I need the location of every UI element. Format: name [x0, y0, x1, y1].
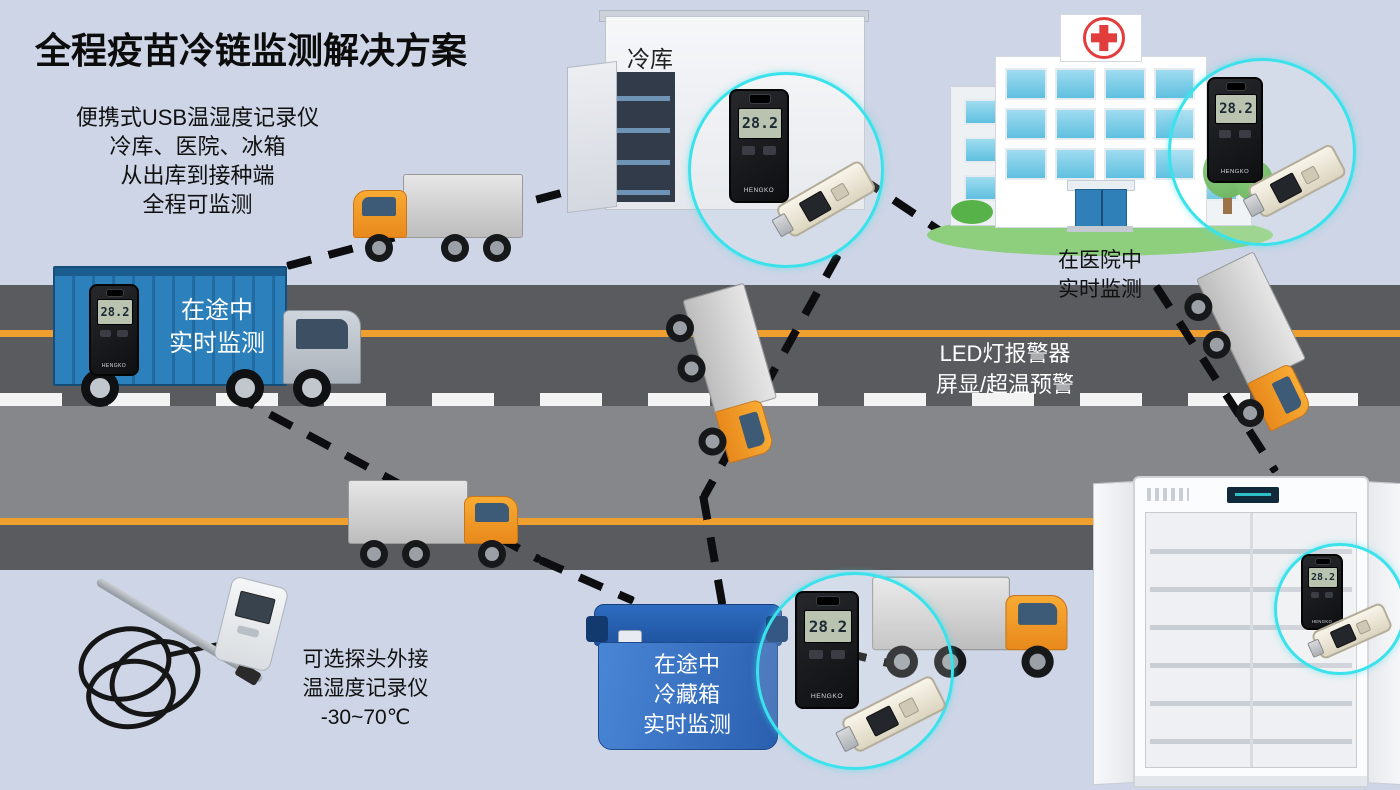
probe-label: 可选探头外接 温湿度记录仪 -30~70℃ [302, 648, 429, 729]
usb-plug [1307, 637, 1326, 659]
usb-plug [771, 212, 795, 238]
logger-screen: 28.2 [96, 299, 134, 325]
data-logger-black: 28.2 HENGKO [795, 591, 859, 709]
shelf [616, 190, 670, 195]
truck-label: 在途中 实时监测 [169, 297, 265, 357]
shelf [616, 96, 670, 101]
wheel [1021, 645, 1054, 678]
fridge-vent [1147, 488, 1189, 501]
data-logger-usb [771, 158, 878, 240]
probe-logger [50, 575, 310, 785]
wheel [293, 369, 331, 407]
lane-white-dashed [0, 393, 1400, 406]
logger-clip [105, 288, 125, 297]
logger-brand: HENGKO [101, 362, 127, 369]
bush [951, 200, 993, 224]
wheel [402, 540, 430, 568]
intro-text: 便携式USB温湿度记录仪 冷库、医院、冰箱 从出库到接种端 全程可监测 [75, 105, 320, 217]
lane-yellow-bottom [0, 518, 1400, 525]
data-logger-black: 28.2 HENGKO [1207, 77, 1263, 183]
cold-room-door [567, 60, 617, 214]
entrance-steps [1067, 226, 1133, 232]
page-title: 全程疫苗冷链监测解决方案 [35, 30, 468, 71]
probe-body [212, 575, 290, 673]
cooler-body [598, 642, 778, 750]
fridge-display [1227, 487, 1279, 503]
wheel [441, 234, 469, 262]
shelf [616, 160, 670, 165]
wheel [226, 369, 264, 407]
blue-monitoring-truck: 28.2 HENGKO 在途中 实时监测 [45, 258, 367, 410]
highlight-circle-cooler: 28.2 HENGKO [756, 572, 954, 770]
cooler-label: 在途中 冷藏箱 实时监测 [642, 652, 731, 737]
cab-window [296, 319, 348, 349]
data-logger-black: 28.2 HENGKO [1301, 554, 1343, 630]
truck-container: 28.2 HENGKO 在途中 实时监测 [53, 266, 287, 386]
fridge-divider [1250, 513, 1253, 767]
fridge-base [1135, 776, 1367, 786]
highlight-circle-hospital: 28.2 HENGKO [1168, 58, 1356, 246]
cooler-box: 在途中 冷藏箱 实时监测 [586, 604, 788, 752]
hospital-entrance [1075, 189, 1127, 228]
cold-room-label: 冷库 [627, 46, 673, 72]
shelf [616, 128, 670, 133]
data-logger-black: 28.2 HENGKO [729, 89, 789, 203]
cooler-handle [586, 616, 608, 642]
hospital-label: 在医院中 实时监测 [1058, 249, 1142, 301]
highlight-circle-fridge: 28.2 HENGKO [1274, 543, 1400, 675]
logger-buttons [100, 330, 128, 338]
hospital-windows [1005, 68, 1195, 180]
led-alarm-label: LED灯报警器 屏显/超温预警 [935, 341, 1075, 397]
wheel [365, 234, 393, 262]
probe-screen [234, 590, 276, 625]
wheel [478, 540, 506, 568]
highlight-circle-coldroom: 28.2 HENGKO [688, 72, 884, 268]
delivery-truck [348, 476, 518, 568]
wheel [360, 540, 388, 568]
usb-plug [1242, 192, 1265, 218]
delivery-truck [353, 170, 523, 262]
wheel [483, 234, 511, 262]
probe-button [236, 624, 260, 639]
red-cross-icon [1083, 17, 1125, 59]
usb-plug [835, 725, 860, 752]
data-logger-black: 28.2 HENGKO [89, 284, 139, 376]
cold-room-doorway [611, 72, 675, 202]
